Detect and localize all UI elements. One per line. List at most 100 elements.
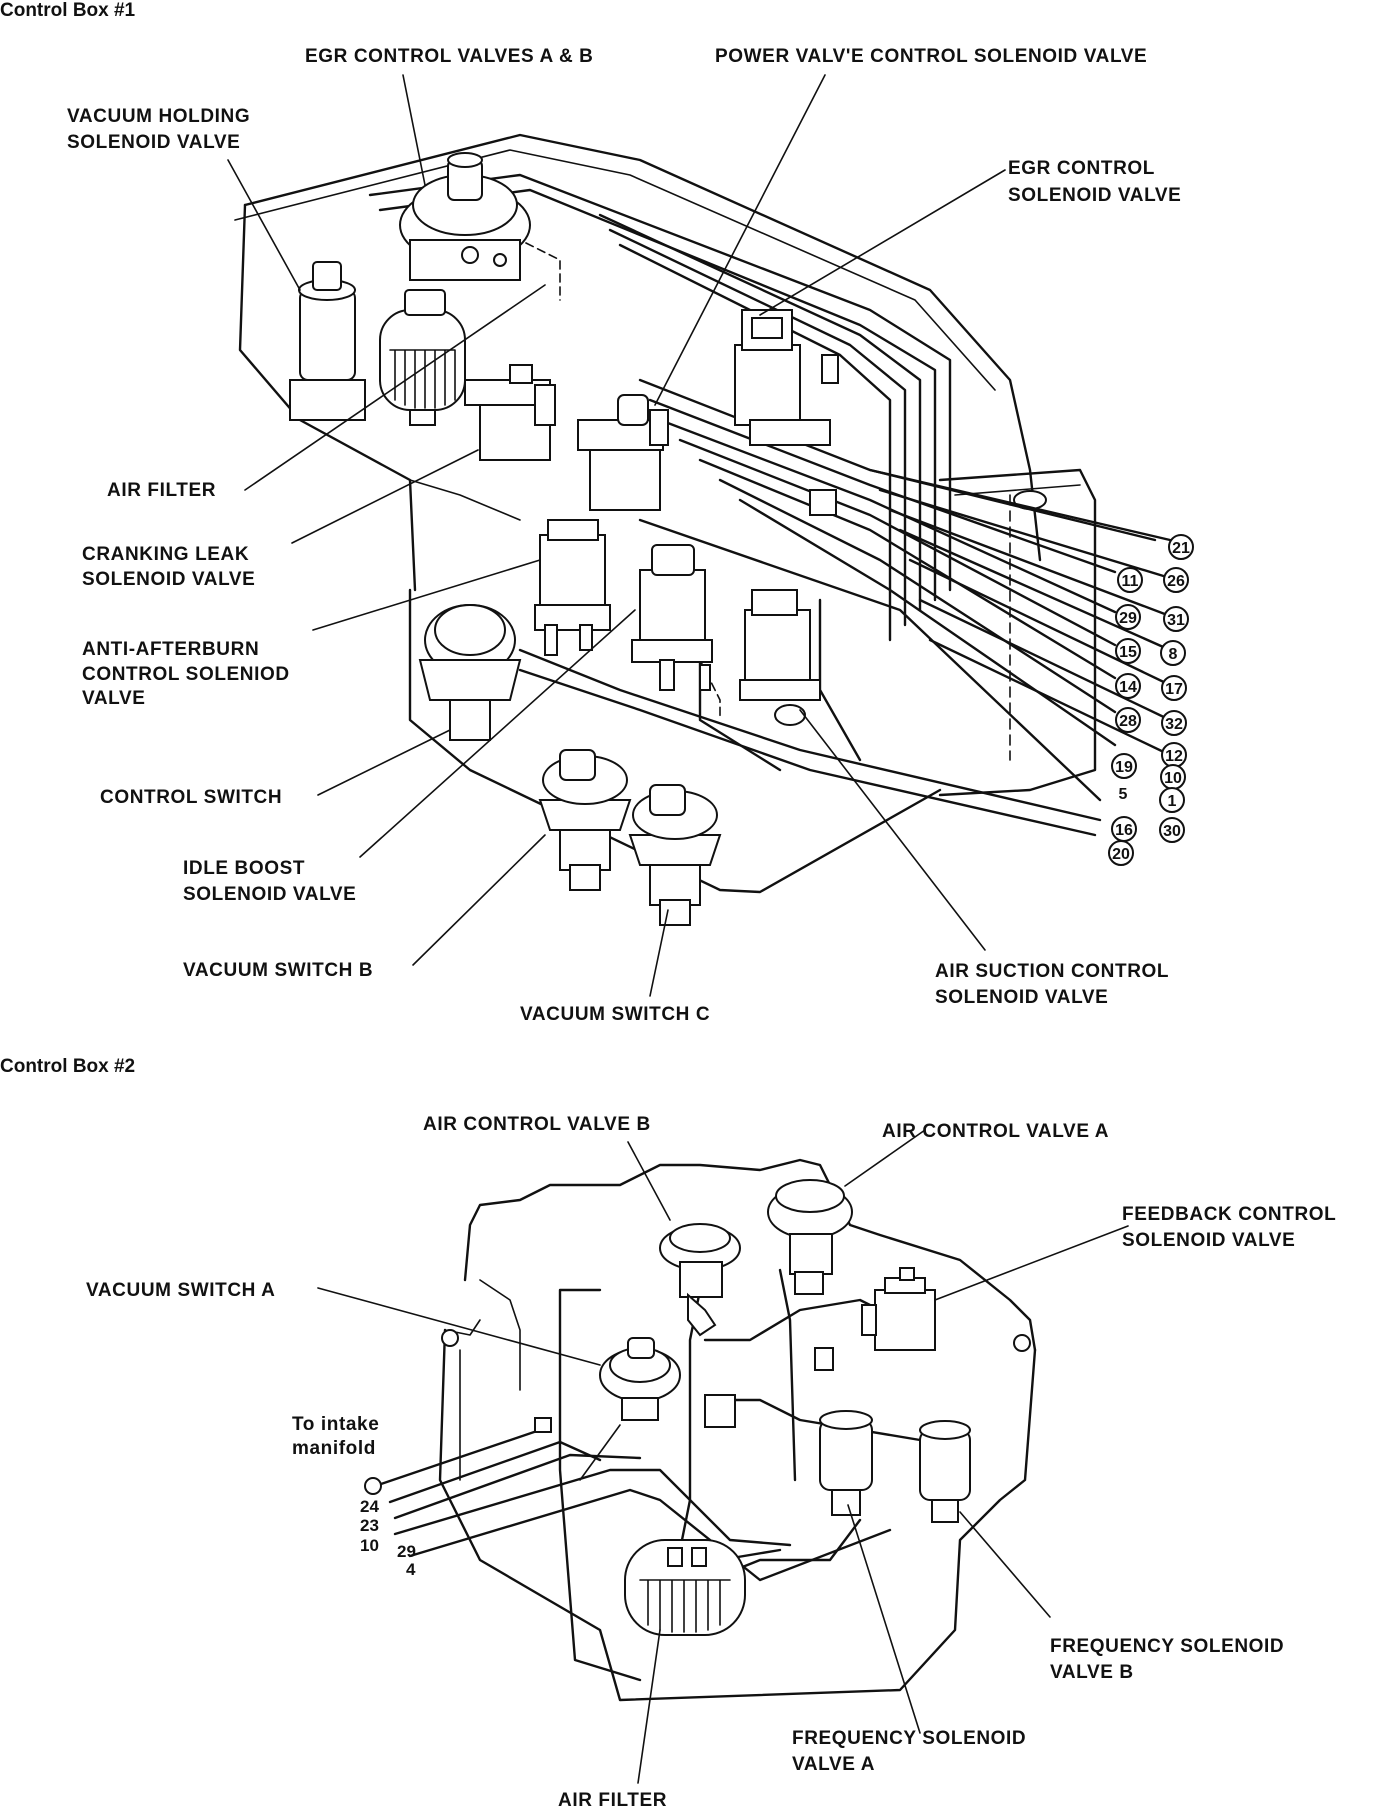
freq-a-label-line-1: FREQUENCY SOLENOID [792,1728,1026,1749]
cranking-leak-label-line-2: SOLENOID VALVE [82,569,255,590]
svg-text:11: 11 [1122,573,1139,590]
air-control-valve-b [659,1223,741,1337]
intake-label-line-2: manifold [292,1438,376,1459]
vacuum-switch-a-label: VACUUM SWITCH A [86,1280,275,1301]
svg-text:19: 19 [1115,759,1133,776]
svg-text:8: 8 [1169,646,1178,663]
svg-text:10: 10 [1164,770,1182,787]
port-8: 8 [1160,640,1186,666]
box2-leader-lines [317,1129,1129,1784]
air-control-valve-a [767,1179,853,1295]
hose-4: 4 [406,1560,416,1579]
vacuum-switch-c-label: VACUUM SWITCH C [520,1004,710,1025]
freq-a-label-line-2: VALVE A [792,1754,875,1775]
svg-text:26: 26 [1167,573,1185,590]
svg-text:12: 12 [1165,748,1183,765]
port-15: 15 [1115,638,1141,664]
intake-manifold-port [364,1477,382,1495]
feedback-label-line-2: SOLENOID VALVE [1122,1230,1295,1251]
box1-leader-lines [227,74,1006,997]
egr-control-valves-a-b [399,152,531,281]
vacuum-switch-b-label: VACUUM SWITCH B [183,960,373,981]
hose-24: 24 [360,1497,379,1516]
port-28: 28 [1115,707,1141,733]
vacuum-holding-label-line-1: VACUUM HOLDING [67,106,250,127]
port-30: 30 [1159,817,1185,843]
hose-29: 29 [397,1542,416,1561]
cranking-leak-label-line-1: CRANKING LEAK [82,544,249,565]
port-1: 1 [1159,787,1185,813]
air-control-valve-b-label: AIR CONTROL VALVE B [423,1114,651,1135]
svg-text:14: 14 [1119,679,1137,696]
port-32: 32 [1161,710,1187,736]
power-valve-control-solenoid-valve [577,394,669,511]
svg-text:31: 31 [1167,612,1185,629]
frequency-solenoid-valve-a [819,1410,873,1516]
svg-text:1: 1 [1168,793,1177,810]
control-switch-label: CONTROL SWITCH [100,787,282,808]
freq-b-label-line-1: FREQUENCY SOLENOID [1050,1636,1284,1657]
port-21: 21 [1168,534,1194,560]
svg-text:16: 16 [1115,822,1133,839]
air-suction-label-line-1: AIR SUCTION CONTROL [935,961,1169,982]
vacuum-switch-a [599,1337,681,1421]
port-20: 20 [1108,840,1134,866]
egr-control-valves-label: EGR CONTROL VALVES A & B [305,46,594,67]
control-box-1-housing [234,133,1097,894]
hose-23: 23 [360,1516,379,1535]
control-box-1: Control Box #1 [0,0,1194,1025]
hose-10: 10 [360,1536,379,1555]
intake-label-line-1: To intake [292,1414,379,1435]
air-suction-control-solenoid-valve [739,589,821,726]
vacuum-holding-label-line-2: SOLENOID VALVE [67,132,240,153]
air-control-valve-a-label: AIR CONTROL VALVE A [882,1121,1109,1142]
svg-text:21: 21 [1172,540,1190,557]
cranking-leak-solenoid-valve [464,364,556,461]
air-suction-label-line-2: SOLENOID VALVE [935,987,1108,1008]
idle-boost-label-line-1: IDLE BOOST [183,858,305,879]
port-10: 10 [1160,764,1186,790]
freq-b-label-line-2: VALVE B [1050,1662,1134,1683]
svg-text:32: 32 [1165,716,1183,733]
svg-text:20: 20 [1112,846,1130,863]
control-box-2-title: Control Box #2 [0,1056,135,1077]
anti-afterburn-label-line-2: CONTROL SOLENIOD [82,664,290,685]
port-11: 11 [1117,567,1143,593]
anti-afterburn-control-solenoid-valve [534,519,611,656]
egr-control-solenoid-valve [734,309,839,516]
box2-labels: AIR CONTROL VALVE B AIR CONTROL VALVE A … [86,1114,1336,1810]
frequency-solenoid-valve-b [919,1420,971,1523]
svg-text:30: 30 [1163,823,1181,840]
vacuum-switch-c [628,784,722,926]
box2-hose-numbers: 24 23 10 29 4 [360,1497,416,1579]
idle-boost-label-line-2: SOLENOID VALVE [183,884,356,905]
vacuum-switch-b [538,749,632,891]
control-switch [418,604,522,741]
box1-air-filter-label: AIR FILTER [107,480,216,501]
feedback-label-line-1: FEEDBACK CONTROL [1122,1204,1336,1225]
vacuum-holding-solenoid-valve [289,261,366,421]
port-14: 14 [1115,673,1141,699]
control-box-2: Control Box #2 [0,1056,1336,1810]
svg-text:28: 28 [1119,713,1137,730]
box1-labels: EGR CONTROL VALVES A & B POWER VALV'E CO… [67,46,1181,1025]
port-17: 17 [1161,675,1187,701]
box2-tee-fitting [534,1347,834,1433]
box1-port-numbers: 21 11 26 29 31 15 8 14 17 28 32 12 19 10… [1108,534,1194,866]
box1-air-filter [379,289,466,426]
power-valve-control-label: POWER VALV'E CONTROL SOLENOID VALVE [715,46,1147,67]
box2-air-filter [624,1539,746,1636]
control-box-1-tubing [368,173,1172,837]
svg-text:29: 29 [1119,610,1137,627]
svg-text:5: 5 [1119,786,1128,803]
egr-solenoid-label-line-2: SOLENOID VALVE [1008,185,1181,206]
port-5: 5 [1119,786,1128,803]
port-26: 26 [1163,567,1189,593]
idle-boost-solenoid-valve [631,544,713,691]
port-16: 16 [1111,816,1137,842]
port-29: 29 [1115,604,1141,630]
box2-air-filter-label: AIR FILTER [558,1790,667,1810]
port-12: 12 [1161,742,1187,768]
svg-text:17: 17 [1165,681,1183,698]
